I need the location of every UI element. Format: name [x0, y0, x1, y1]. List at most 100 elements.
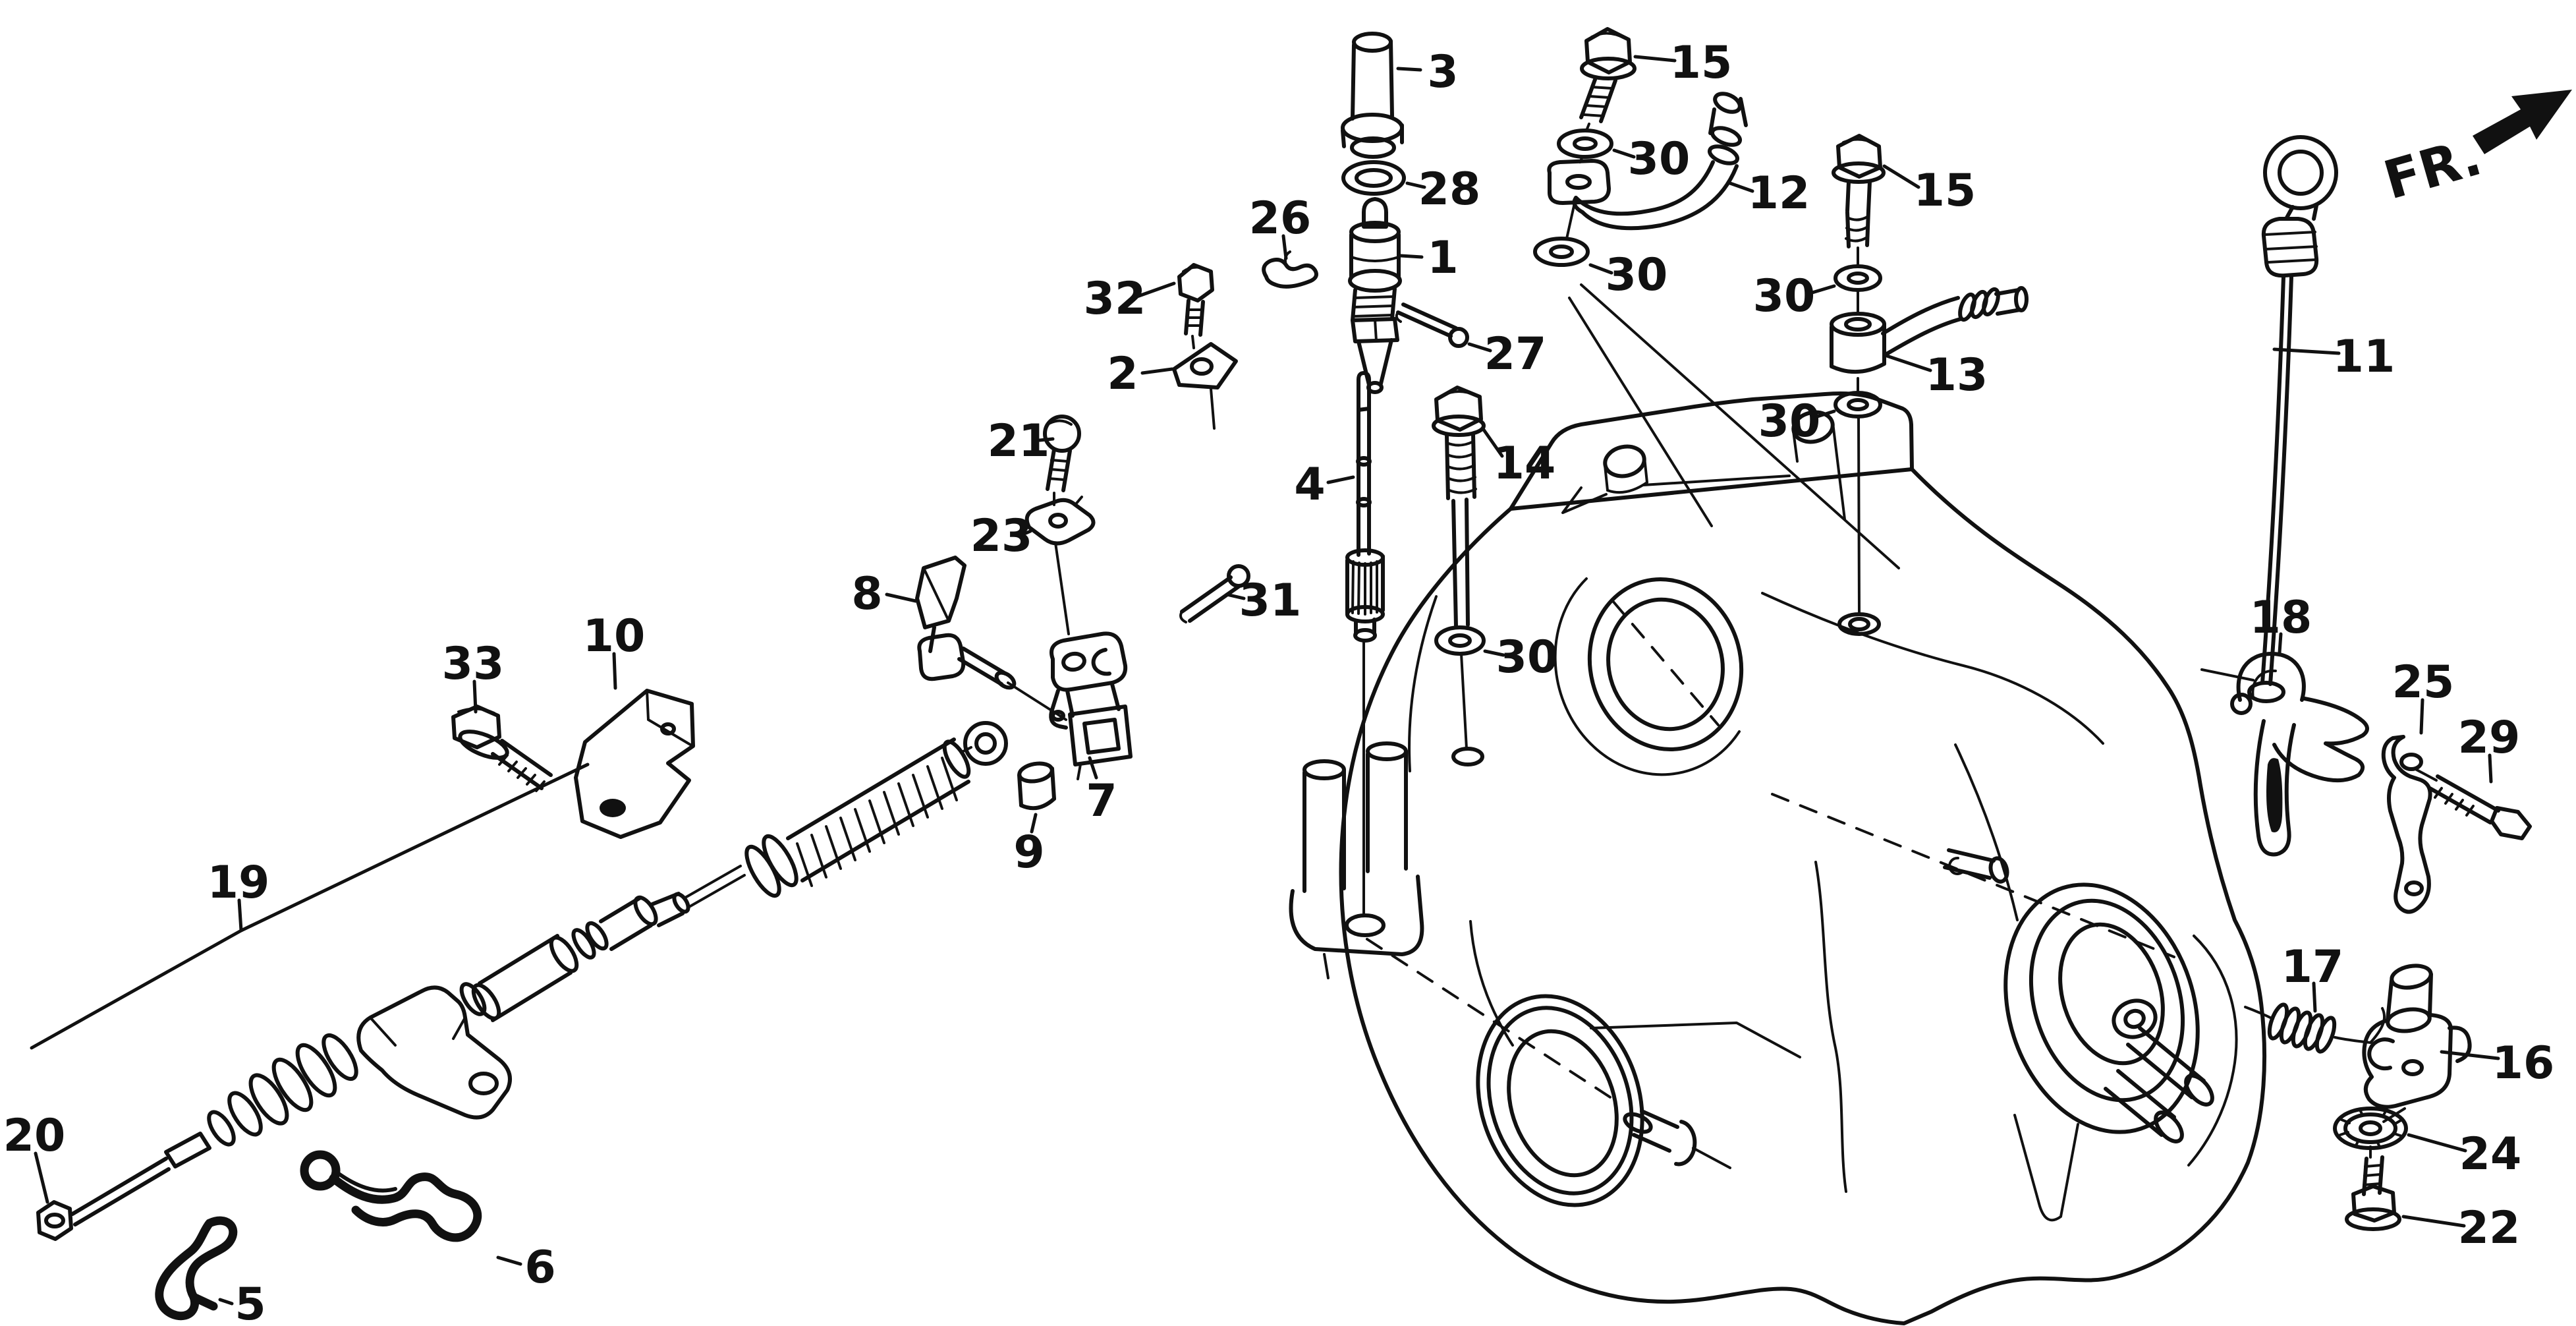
part-23-clamp [1024, 496, 1096, 546]
callout-30a-label: 30 [1628, 133, 1691, 185]
callout-10-label: 10 [583, 610, 646, 662]
part-13-joint-pipe [1830, 286, 2029, 374]
part-20-nut [36, 1200, 73, 1241]
callout-30c-leader [1806, 284, 1836, 296]
callout-10-leader [612, 652, 617, 690]
part-32-bolt [1177, 263, 1214, 349]
callout-13-label: 13 [1926, 349, 1988, 401]
callout-22: 22 [2401, 1202, 2521, 1254]
callout-31-leader [1225, 592, 1246, 600]
fr-arrow [2473, 90, 2572, 154]
callout-10: 10 [583, 610, 646, 690]
callout-27-label: 27 [1484, 328, 1547, 380]
callout-30d-leader [1811, 409, 1836, 420]
callout-20: 20 [3, 1110, 66, 1204]
pipe-locator-line [1568, 297, 1713, 527]
callout-32: 32 [1084, 273, 1176, 325]
part-30-washer [1557, 129, 1613, 159]
callout-15a-label: 15 [1670, 37, 1733, 89]
callout-23-leader [1019, 529, 1032, 537]
axle-stub [2126, 1026, 2206, 1099]
callout-13-leader [1885, 354, 1932, 372]
callout-28-label: 28 [1418, 163, 1481, 216]
callout-13: 13 [1885, 349, 1988, 401]
part-29-bolt [2415, 768, 2532, 840]
callout-22-label: 22 [2458, 1202, 2521, 1254]
speedometer-drive-boss [1345, 913, 1386, 937]
callout-18-leader [2278, 632, 2283, 654]
link-line [1054, 542, 1070, 635]
part-22-bolt [2345, 1145, 2401, 1231]
callout-24-leader [2407, 1133, 2467, 1153]
callout-30e-leader [1483, 649, 1505, 657]
part-31-pin [1179, 564, 1250, 623]
part-12-pipe-cushion [1547, 159, 1611, 205]
callout-17-label: 17 [2282, 941, 2344, 993]
callout-2: 2 [1107, 348, 1174, 400]
callout-19: 19 [30, 763, 590, 1050]
part-12-oil-pipe [1572, 92, 1748, 231]
pivot-pin [1943, 848, 2009, 884]
cylinder-rim [2187, 935, 2238, 1167]
callout-1: 1 [1399, 232, 1459, 284]
hidden-axis-line [1366, 938, 1617, 1102]
callout-3-label: 3 [1427, 46, 1458, 98]
callout-16: 16 [2440, 1037, 2555, 1089]
part-18-shift-fork [2230, 652, 2369, 857]
part-2-plate [1172, 342, 1238, 430]
callout-29-label: 29 [2458, 712, 2521, 764]
callout-17: 17 [2282, 941, 2344, 1013]
callout-16-label: 16 [2492, 1037, 2555, 1089]
callout-5-leader [218, 1298, 234, 1306]
callout-1-leader [1399, 254, 1424, 259]
part-16-shift-holder [2362, 964, 2472, 1123]
callout-21-leader [1038, 437, 1055, 442]
bolt-locator-line [1460, 652, 1468, 750]
breather-tubes [1289, 741, 1424, 979]
callout-21-label: 21 [988, 415, 1050, 467]
callout-30c: 30 [1753, 270, 1836, 322]
callout-4-label: 4 [1294, 459, 1325, 511]
callout-26-leader [1281, 234, 1288, 260]
bell-lip-arc [1554, 577, 1741, 776]
callout-16-leader [2440, 1050, 2500, 1060]
upper-bore [1587, 577, 1744, 751]
callout-30d-label: 30 [1758, 395, 1821, 447]
callout-27: 27 [1467, 328, 1547, 380]
callout-29-leader [2488, 753, 2493, 784]
part-3-collar [1341, 32, 1404, 159]
callout-32-leader [1135, 281, 1176, 299]
callout-2-label: 2 [1107, 348, 1138, 400]
callout-6-leader [496, 1255, 522, 1266]
callout-29: 29 [2458, 712, 2521, 784]
cable-eye-end [963, 721, 1008, 766]
part-15-bolt [1832, 134, 1886, 266]
callout-26: 26 [1249, 192, 1312, 260]
callout-14-leader [1482, 428, 1504, 458]
callout-24-label: 24 [2459, 1128, 2522, 1180]
callout-25-leader [2419, 698, 2424, 735]
callout-30c-label: 30 [1753, 270, 1816, 322]
cable-bracket [356, 985, 512, 1120]
callout-4: 4 [1294, 459, 1355, 511]
callout-30b-leader [1588, 263, 1613, 275]
callout-15b-leader [1882, 164, 1920, 189]
callout-20-label: 20 [3, 1110, 66, 1162]
callout-23: 23 [970, 510, 1033, 562]
part-9-bushing [1017, 761, 1056, 811]
callout-24: 24 [2407, 1128, 2522, 1180]
callout-12-leader [1728, 181, 1754, 193]
callout-11: 11 [2272, 331, 2395, 383]
lower-bore [1476, 994, 1644, 1207]
callout-26-label: 26 [1249, 192, 1312, 245]
callout-20-leader [34, 1151, 49, 1204]
pipe-locator-line [1580, 283, 1900, 569]
callout-31-label: 31 [1239, 575, 1302, 627]
callout-28: 28 [1405, 163, 1481, 216]
dipstick-tube-boss [2247, 681, 2285, 703]
callout-11-label: 11 [2333, 331, 2395, 383]
drain-pipe [1623, 1109, 1731, 1169]
callout-30a: 30 [1612, 133, 1691, 185]
